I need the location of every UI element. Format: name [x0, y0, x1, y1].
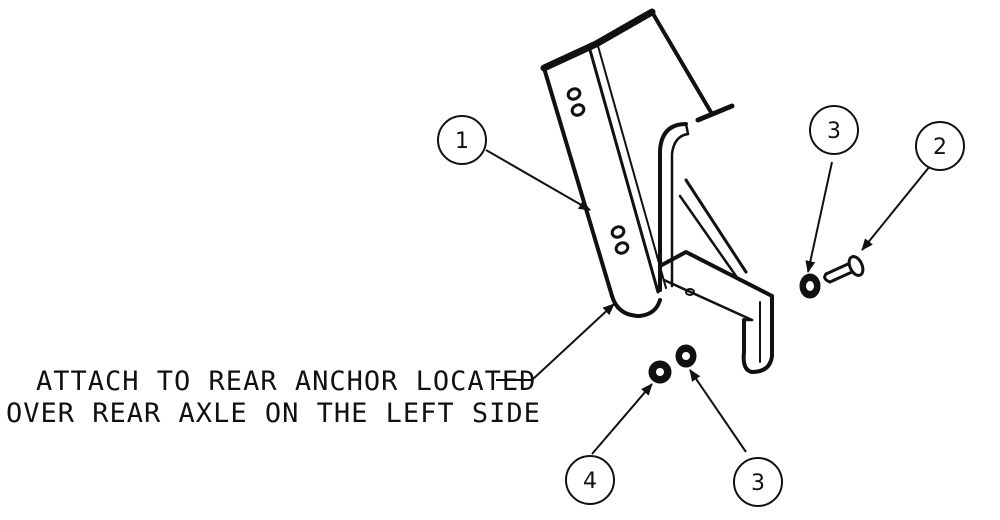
balloon-2: 2 [915, 121, 965, 171]
bracket-part [540, 8, 774, 374]
balloon-3-lower-label: 3 [751, 471, 765, 496]
balloon-1: 1 [437, 115, 487, 165]
balloon-3-upper: 3 [809, 105, 859, 155]
mounting-slots [566, 87, 630, 255]
balloon-2-label: 2 [933, 135, 947, 160]
balloon-4: 4 [565, 455, 615, 505]
note-text-line-1: ATTACH TO REAR ANCHOR LOCATED [36, 366, 537, 397]
nut-upper [799, 273, 821, 299]
balloon-3-upper-label: 3 [827, 119, 841, 144]
bolt [823, 255, 865, 284]
note-text-line-2: OVER REAR AXLE ON THE LEFT SIDE [6, 398, 541, 429]
balloon-1-label: 1 [455, 129, 469, 154]
balloon-4-label: 4 [583, 469, 597, 494]
nut-lower [675, 344, 697, 368]
balloon-3-lower: 3 [733, 457, 783, 507]
washer [648, 360, 672, 384]
leader-lines [485, 149, 931, 455]
